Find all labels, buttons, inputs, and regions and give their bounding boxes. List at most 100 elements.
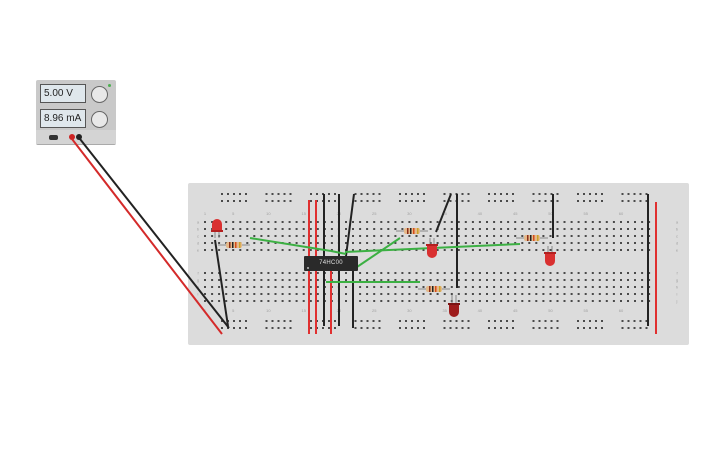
hole (542, 228, 545, 230)
hole (544, 327, 547, 329)
hole (549, 249, 552, 251)
hole (443, 200, 446, 202)
row-letter: e (197, 248, 200, 253)
hole (387, 221, 390, 223)
hole (577, 221, 580, 223)
hole (493, 235, 496, 237)
hole (408, 272, 411, 274)
hole (310, 200, 312, 202)
hole (225, 272, 228, 274)
hole (309, 279, 312, 281)
hole (245, 327, 247, 329)
hole (309, 221, 312, 223)
hole (627, 327, 630, 329)
hole (542, 249, 545, 251)
hole (411, 327, 413, 329)
hole (330, 249, 333, 251)
hole (316, 300, 319, 302)
hole (538, 320, 541, 322)
hole (281, 221, 284, 223)
hole (633, 193, 636, 195)
hole (352, 242, 354, 244)
hole (394, 286, 397, 288)
voltage-knob[interactable] (91, 86, 108, 103)
hole (316, 249, 319, 251)
hole (309, 235, 312, 237)
hole (521, 242, 524, 244)
hole (532, 320, 535, 322)
hole (366, 200, 369, 202)
hole (380, 286, 383, 288)
hole (550, 327, 553, 329)
current-knob[interactable] (91, 111, 108, 128)
hole (415, 242, 418, 244)
hole (281, 228, 284, 230)
hole (598, 293, 601, 295)
hole (359, 242, 362, 244)
hole (634, 293, 636, 295)
hole (401, 293, 404, 295)
hole (634, 249, 636, 251)
hole (260, 221, 263, 223)
hole (316, 279, 319, 281)
hole (627, 242, 629, 244)
hole (232, 249, 235, 251)
positive-terminal[interactable] (69, 134, 75, 140)
hole (302, 300, 305, 302)
hole (583, 193, 585, 195)
hole (538, 327, 541, 329)
hole (366, 300, 369, 302)
hole (457, 293, 460, 295)
hole (584, 279, 587, 281)
hole (500, 228, 503, 230)
hole (486, 235, 488, 237)
power-switch[interactable] (49, 135, 58, 140)
negative-terminal[interactable] (76, 134, 82, 140)
hole (352, 228, 354, 230)
hole (584, 293, 587, 295)
hole (394, 300, 397, 302)
hole (378, 200, 381, 202)
hole (221, 193, 223, 195)
hole (211, 221, 214, 223)
hole (528, 221, 531, 223)
hole (328, 193, 330, 195)
hole (211, 286, 214, 288)
hole (494, 200, 496, 202)
hole (429, 272, 432, 274)
hole (345, 300, 347, 302)
chip-74hc00[interactable]: 74HC00 (304, 256, 358, 271)
breadboard[interactable] (188, 183, 689, 345)
hole (225, 242, 228, 244)
hole (204, 235, 206, 237)
hole (464, 286, 467, 288)
hole (260, 300, 263, 302)
hole (345, 293, 347, 295)
hole (289, 327, 292, 329)
hole (535, 279, 538, 281)
hole (274, 235, 277, 237)
hole (366, 221, 369, 223)
hole (345, 235, 347, 237)
resistors (218, 228, 548, 292)
hole (467, 193, 470, 195)
hole (542, 272, 545, 274)
hole (328, 327, 330, 329)
hole (528, 286, 531, 288)
hole (450, 293, 453, 295)
hole (464, 249, 467, 251)
hole (648, 286, 651, 288)
hole (253, 300, 256, 302)
hole (246, 228, 249, 230)
hole (204, 272, 206, 274)
power-supply[interactable]: 5.00 V 8.96 mA (36, 80, 116, 144)
hole (211, 279, 214, 281)
column-number: 35 (442, 308, 447, 313)
hole (394, 272, 397, 274)
hole (422, 235, 425, 237)
hole (471, 286, 474, 288)
hole (542, 279, 545, 281)
hole (532, 327, 535, 329)
hole (281, 293, 284, 295)
hole (535, 242, 538, 244)
